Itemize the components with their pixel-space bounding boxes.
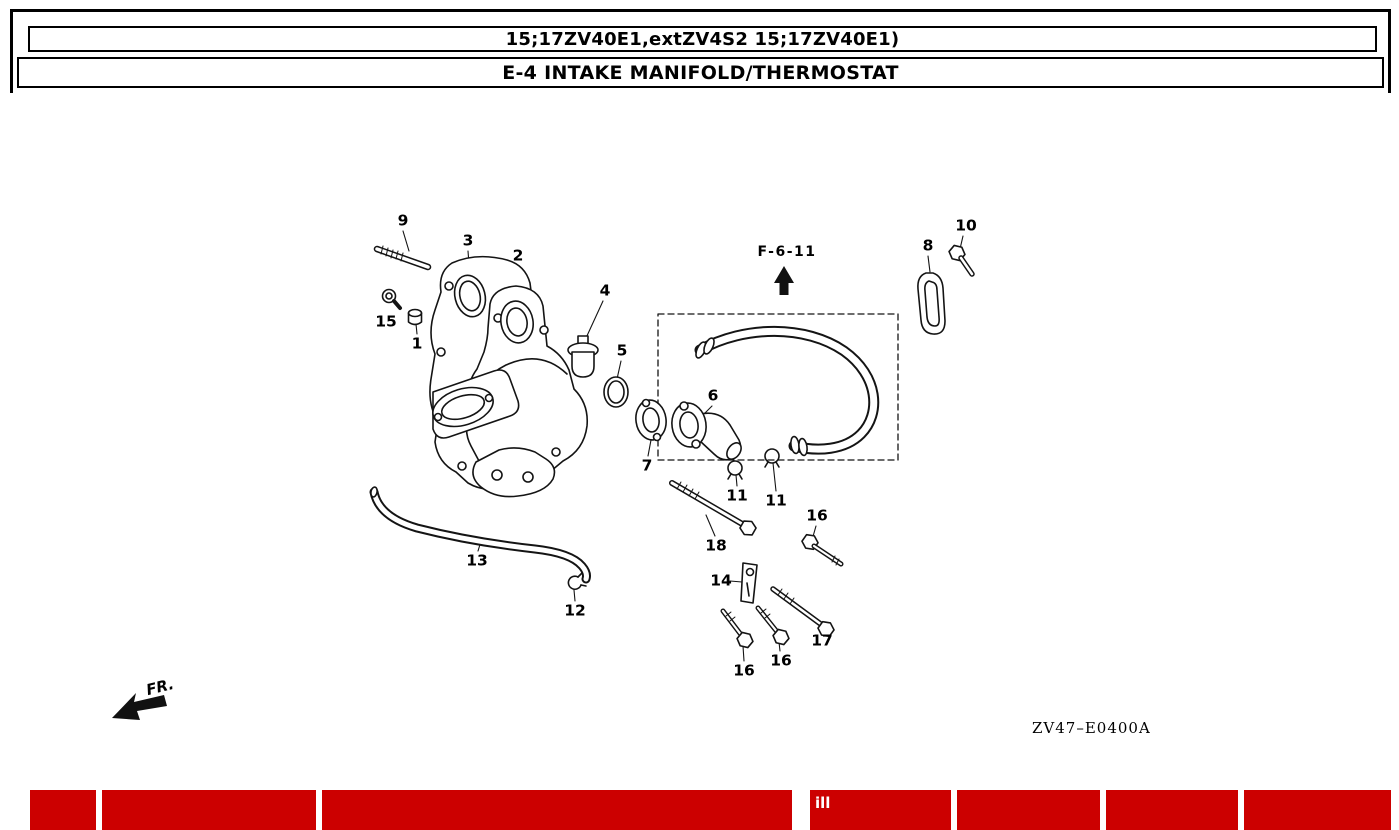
stay-14	[740, 562, 758, 604]
callout-11a: 11	[726, 486, 748, 505]
callout-2: 2	[512, 246, 524, 265]
clip-12	[567, 572, 587, 590]
manifold-assembly	[429, 255, 589, 498]
tube-clips-11	[727, 448, 780, 480]
header-frame-right	[1388, 9, 1391, 93]
footer-header-cell-1	[30, 790, 96, 830]
callout-4: 4	[599, 281, 611, 300]
bolt-16-lower	[720, 608, 756, 652]
bolt-16-upper	[799, 531, 844, 567]
callout-9: 9	[397, 211, 409, 230]
callout-7: 7	[641, 456, 653, 475]
stay-8	[917, 272, 946, 335]
callout-1: 1	[411, 334, 423, 353]
housing-6	[671, 401, 742, 461]
water-pipe-13	[369, 486, 591, 584]
bolt-15	[381, 288, 402, 310]
callout-17: 17	[811, 631, 833, 650]
gasket-7	[635, 398, 667, 442]
o-ring-5	[603, 376, 629, 408]
callout-14: 14	[710, 571, 732, 590]
callout-6: 6	[707, 386, 719, 405]
ref-label-f-6-11: F-6-11	[757, 244, 817, 260]
port-2	[500, 300, 534, 344]
gasket-3	[453, 274, 487, 318]
parts-table-header-row: ill	[0, 790, 1399, 830]
callout-3: 3	[462, 231, 474, 250]
stud-bolt-9	[373, 245, 432, 271]
bolt-17	[770, 586, 837, 640]
section-title-header: E-4 INTAKE MANIFOLD/THERMOSTAT	[17, 57, 1384, 88]
callout-18: 18	[705, 536, 727, 555]
header-frame-top	[10, 9, 1391, 12]
footer-header-cell-4: ill	[810, 790, 951, 830]
callout-16b: 16	[770, 651, 792, 670]
callout-10: 10	[955, 216, 977, 235]
bolt-18	[669, 480, 759, 539]
cap-1	[407, 308, 423, 326]
footer-header-cell-5	[957, 790, 1100, 830]
bolt-10	[946, 241, 975, 277]
callout-12: 12	[564, 601, 586, 620]
footer-header-cell-2	[102, 790, 316, 830]
callout-13: 13	[466, 551, 488, 570]
bolt-16-middle	[755, 605, 792, 649]
ref-up-arrow	[774, 266, 794, 295]
thermostat-4	[567, 335, 599, 378]
callout-16c: 16	[733, 661, 755, 680]
fr-arrow	[112, 693, 167, 720]
callout-8: 8	[922, 236, 934, 255]
footer-header-cell-7	[1244, 790, 1391, 830]
callout-5: 5	[616, 341, 628, 360]
model-code-header: 15;17ZV40E1,extZV4S2 15;17ZV40E1)	[28, 26, 1377, 52]
header-frame-left	[10, 9, 13, 93]
callout-11b: 11	[765, 491, 787, 510]
footer-header-cell-3	[322, 790, 792, 830]
callout-16a: 16	[806, 506, 828, 525]
footer-header-cell-6	[1106, 790, 1238, 830]
water-hose	[694, 325, 880, 457]
callout-15: 15	[375, 312, 397, 331]
diagram-code: ZV47–E0400A	[1032, 719, 1151, 737]
